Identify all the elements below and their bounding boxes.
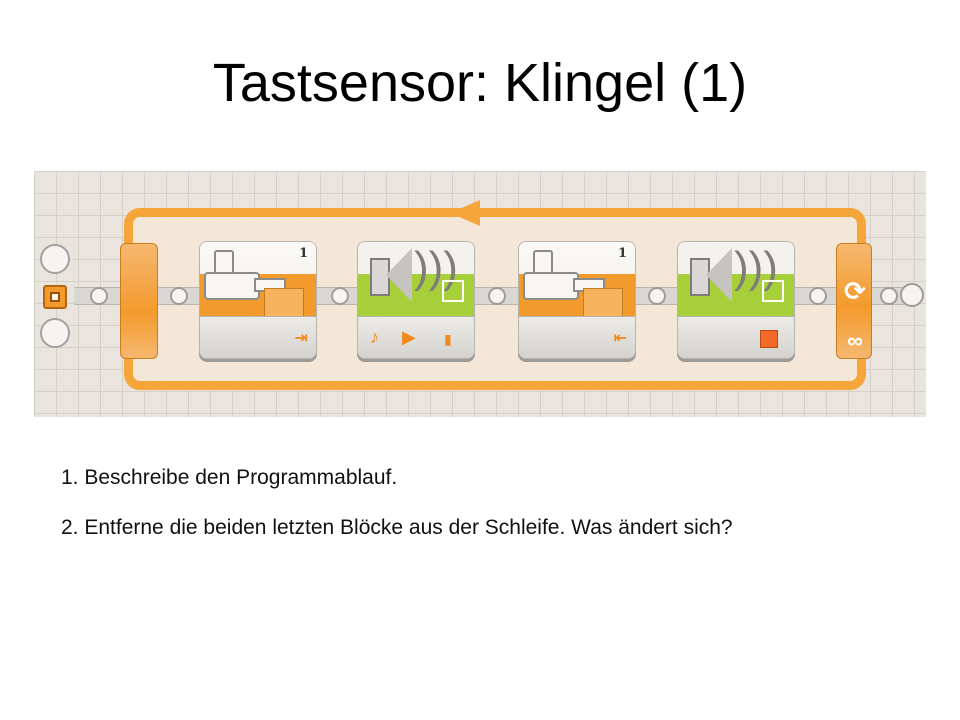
wait-icon xyxy=(583,288,623,318)
slide-title: Tastsensor: Klingel (1) xyxy=(212,53,748,113)
beam-connector xyxy=(90,287,108,305)
start-connector-bottom xyxy=(40,318,70,348)
repeat-icon: ⟳ xyxy=(844,276,866,306)
wait-icon xyxy=(264,288,304,318)
file-export-icon xyxy=(442,280,464,302)
beam-connector xyxy=(488,287,506,305)
task-2: 2. Entferne die beiden letzten Blöcke au… xyxy=(61,516,733,539)
beam-connector xyxy=(809,287,827,305)
beam-connector xyxy=(880,287,898,305)
sound-block-stop[interactable]: ))) xyxy=(677,241,795,359)
note-icon: ♪ xyxy=(370,327,379,347)
port-label: 1 xyxy=(617,246,627,261)
beam-connector xyxy=(170,287,188,305)
end-connector xyxy=(900,283,924,307)
wait-touch-block-2[interactable]: 1 ⇤ xyxy=(518,241,636,359)
released-action-icon: ⇤ xyxy=(613,330,627,347)
program-canvas: 1 ⇥ ))) ♪ ▶ ▮ 1 ⇤ ))) xyxy=(34,171,926,417)
beam-connector xyxy=(648,287,666,305)
task-1: 1. Beschreibe den Programmablauf. xyxy=(61,466,398,489)
loop-block-start[interactable] xyxy=(120,243,158,359)
beam-connector xyxy=(331,287,349,305)
volume-icon: ▮ xyxy=(444,331,452,347)
infinity-icon: ∞ xyxy=(847,328,863,353)
port-label: 1 xyxy=(298,246,308,261)
loop-block-end[interactable]: ⟳ ∞ xyxy=(836,243,872,359)
start-point-icon[interactable] xyxy=(43,285,67,309)
file-export-icon xyxy=(762,280,784,302)
wait-touch-block-1[interactable]: 1 ⇥ xyxy=(199,241,317,359)
loop-return-arrow-icon xyxy=(450,200,480,226)
sound-block-play[interactable]: ))) ♪ ▶ ▮ xyxy=(357,241,475,359)
pressed-action-icon: ⇥ xyxy=(294,330,308,347)
play-icon: ▶ xyxy=(402,327,416,347)
start-connector-top xyxy=(40,244,70,274)
stop-icon xyxy=(760,330,778,348)
